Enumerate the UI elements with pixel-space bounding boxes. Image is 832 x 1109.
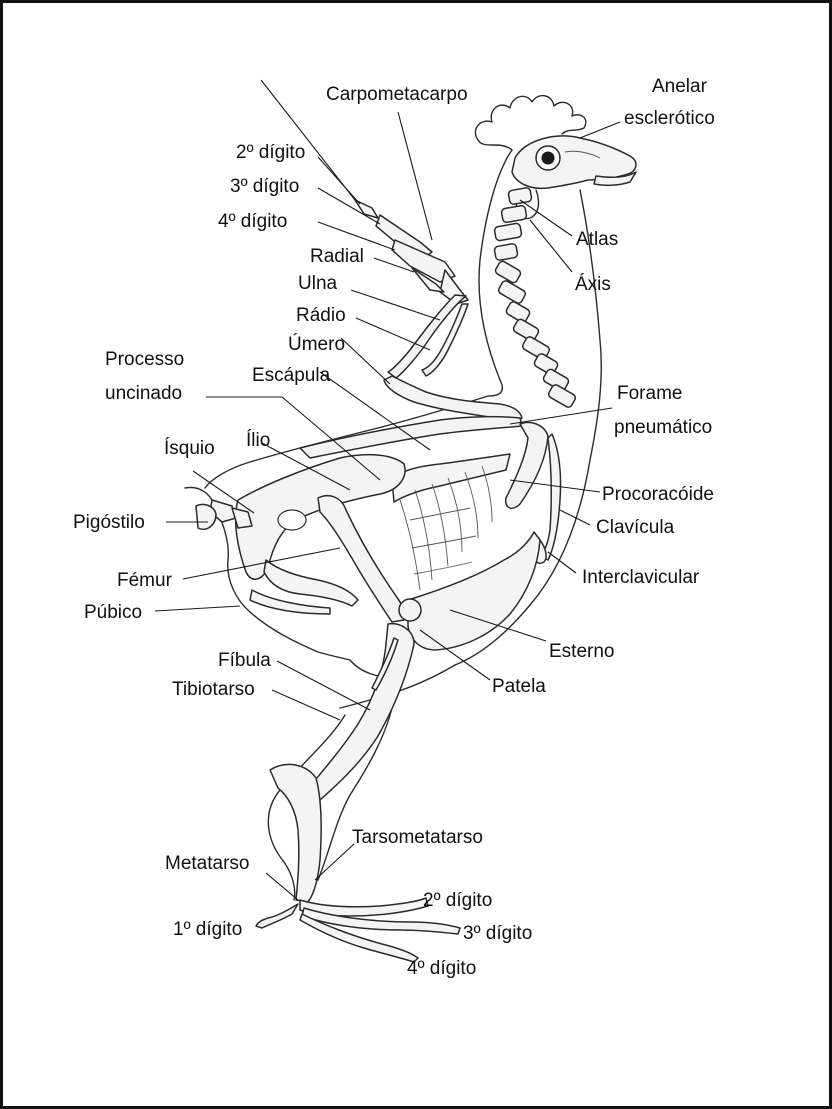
cervical-vertebra xyxy=(494,223,522,241)
label-pubico: Púbico xyxy=(84,602,142,623)
label-carpometacarpo: Carpometacarpo xyxy=(326,84,468,105)
label-digit1-foot: 1º dígito xyxy=(173,919,242,940)
label-forame-line1: Forame xyxy=(617,383,682,404)
cervical-vertebra xyxy=(508,187,532,205)
label-anelar-line2: esclerótico xyxy=(624,108,715,129)
label-axis: Áxis xyxy=(575,274,611,295)
label-isquio: Ísquio xyxy=(164,438,215,459)
femur xyxy=(318,496,421,622)
label-procoracoide: Procoracóide xyxy=(602,484,714,505)
skull xyxy=(512,136,636,188)
neck-vertebrae xyxy=(494,187,577,408)
label-processo-line2: uncinado xyxy=(105,383,182,404)
obturator-foramen xyxy=(278,510,306,530)
label-tibiotarso: Tibiotarso xyxy=(172,679,255,700)
label-digit2-foot: 2º dígito xyxy=(423,890,492,911)
tibiotarsus xyxy=(302,624,414,800)
cervical-vertebra xyxy=(497,279,527,304)
label-escapula: Escápula xyxy=(252,365,331,386)
label-digit2-wing: 2º dígito xyxy=(236,142,305,163)
labels: Carpometacarpo Anelar esclerótico 2º díg… xyxy=(73,76,715,979)
label-ulna: Ulna xyxy=(298,273,338,294)
label-digit4-wing: 4º dígito xyxy=(218,211,287,232)
eye-pupil xyxy=(542,152,555,165)
label-digit3-foot: 3º dígito xyxy=(463,923,532,944)
label-tarsometatarso: Tarsometatarso xyxy=(352,827,483,848)
label-radial: Radial xyxy=(310,246,364,267)
label-umero: Úmero xyxy=(288,333,345,355)
label-processo-line1: Processo xyxy=(105,349,184,370)
label-atlas: Atlas xyxy=(576,229,618,250)
label-ilio: Ílio xyxy=(246,430,270,451)
label-digit4-foot: 4º dígito xyxy=(407,958,476,979)
cervical-vertebra xyxy=(494,260,522,284)
label-femur: Fémur xyxy=(117,570,173,591)
patella-bone xyxy=(399,599,421,621)
label-metatarso: Metatarso xyxy=(165,853,249,874)
label-anelar-line1: Anelar xyxy=(652,76,708,97)
label-patela: Patela xyxy=(492,676,546,697)
label-fibula: Fíbula xyxy=(218,650,271,671)
label-interclavicular: Interclavicular xyxy=(582,567,700,588)
label-clavicula: Clavícula xyxy=(596,517,675,538)
tarsometatarsus xyxy=(270,764,321,902)
label-pigostilo: Pigóstilo xyxy=(73,512,145,533)
label-forame-line2: pneumático xyxy=(614,417,712,438)
cervical-vertebra xyxy=(501,205,527,223)
label-digit3-wing: 3º dígito xyxy=(230,176,299,197)
cervical-vertebra xyxy=(494,243,518,261)
label-esterno: Esterno xyxy=(549,641,614,662)
cervical-vertebra xyxy=(547,383,577,408)
label-radio: Rádio xyxy=(296,305,346,326)
